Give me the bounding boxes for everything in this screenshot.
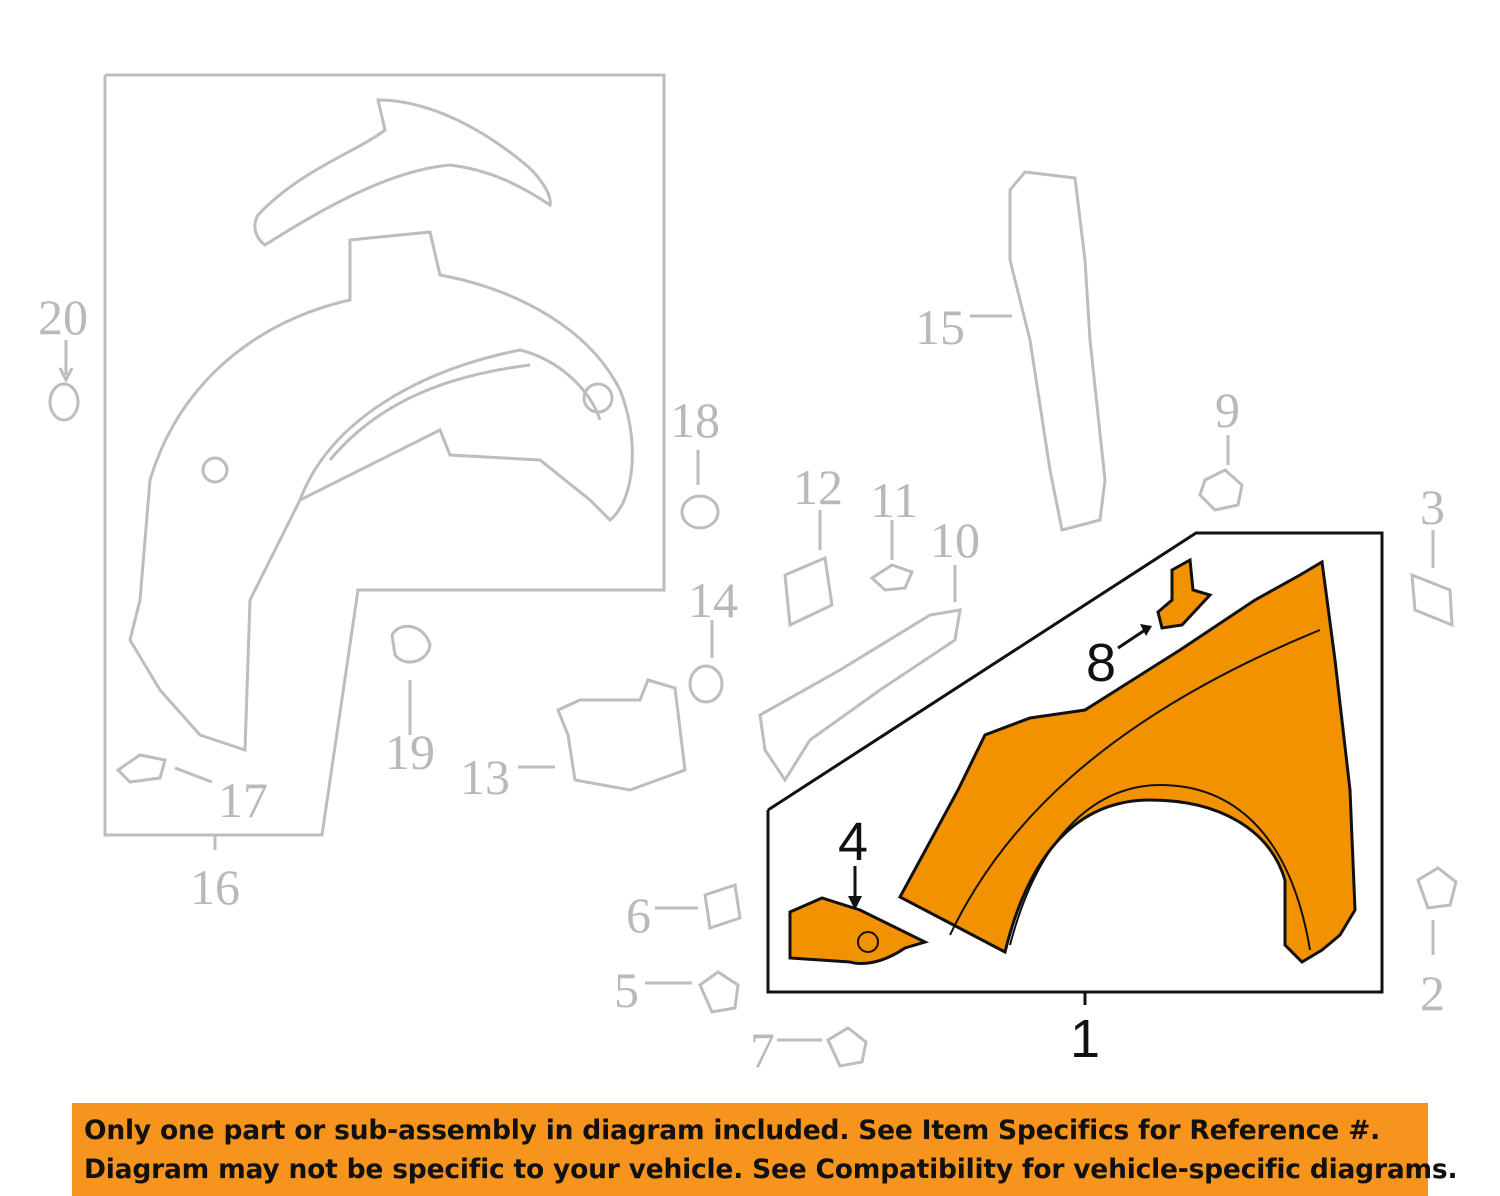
callout-9: 9 <box>1215 382 1240 438</box>
part-10-bracket <box>758 608 962 783</box>
callout-5: 5 <box>614 962 639 1018</box>
callout-1: 1 <box>1070 1009 1101 1069</box>
part-17-bracket <box>115 753 167 784</box>
callout-18: 18 <box>670 392 720 448</box>
part-9-nut <box>1198 468 1244 512</box>
callout-11: 11 <box>870 472 919 528</box>
disclaimer-line-2: Diagram may not be specific to your vehi… <box>84 1154 1458 1185</box>
callout-2: 2 <box>1420 965 1445 1021</box>
liner-top-piece <box>253 98 552 247</box>
highlighted-assembly <box>766 531 1384 1005</box>
callout-12: 12 <box>793 459 843 515</box>
bracket-part-8 <box>1156 557 1213 630</box>
part-7-bolt <box>826 1026 868 1068</box>
callout-8: 8 <box>1086 633 1117 693</box>
callout-16: 16 <box>190 859 240 915</box>
part-20-clip <box>48 382 80 422</box>
callout-14: 14 <box>688 572 738 628</box>
disclaimer-line-1: Only one part or sub-assembly in diagram… <box>84 1115 1380 1146</box>
callout-3: 3 <box>1420 479 1445 535</box>
callout-10: 10 <box>930 512 980 568</box>
part-15-reinforcement <box>1008 170 1107 532</box>
callout-19: 19 <box>385 724 435 780</box>
part-5-bolt <box>698 970 740 1014</box>
muted-parts <box>48 73 1458 1068</box>
callout-6: 6 <box>626 887 651 943</box>
callout-17: 17 <box>218 772 268 828</box>
part-19-pushpin <box>390 624 432 664</box>
callout-13: 13 <box>460 749 510 805</box>
disclaimer-banner: Only one part or sub-assembly in diagram… <box>72 1103 1458 1196</box>
part-6-clip <box>703 883 742 930</box>
part-11-clip <box>869 563 915 592</box>
callout-7: 7 <box>750 1022 775 1078</box>
part-13-bracket <box>556 678 687 792</box>
part-12-bracket <box>783 555 834 628</box>
part-14-nut <box>688 664 724 704</box>
callout-4: 4 <box>838 812 869 872</box>
callout-15: 15 <box>915 299 965 355</box>
fender-liner <box>128 230 634 753</box>
liner-group-box <box>103 73 666 837</box>
part-2-bolt <box>1416 866 1458 910</box>
callout-20: 20 <box>38 289 88 345</box>
part-3-pad <box>1410 572 1454 628</box>
part-18-clip <box>680 494 720 530</box>
bracket-part-4 <box>788 896 930 965</box>
